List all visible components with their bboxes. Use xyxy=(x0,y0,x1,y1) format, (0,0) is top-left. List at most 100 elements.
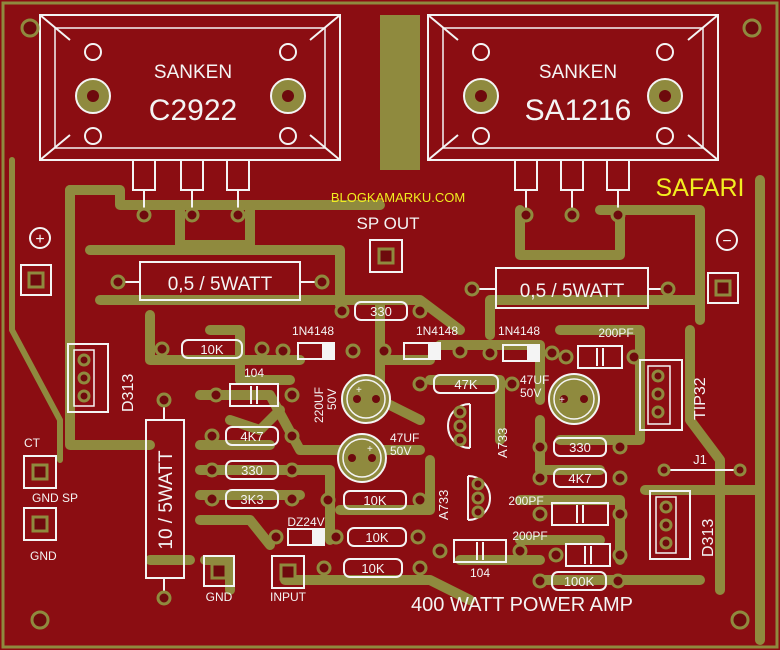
svg-text:50V: 50V xyxy=(325,389,339,410)
capacitor-200pf-b: 200PF xyxy=(508,494,628,526)
transistor-a733-lower: A733 xyxy=(436,475,491,521)
transistor-tip32: TIP32 xyxy=(639,359,709,431)
power-resistor-right: 0,5 / 5WATT xyxy=(464,267,676,309)
svg-text:47UF: 47UF xyxy=(390,431,419,445)
capacitor-104-a: 104 xyxy=(208,366,300,407)
zener-dz24v: DZ24V xyxy=(268,515,344,546)
svg-text:CT: CT xyxy=(24,436,41,450)
transistor-left-brand: SANKEN xyxy=(154,62,232,83)
svg-text:50V: 50V xyxy=(520,386,541,400)
svg-text:10K: 10K xyxy=(363,493,386,508)
capacitor-200pf-a: 200PF xyxy=(558,326,642,369)
center-divider-trace xyxy=(380,15,420,170)
svg-text:4K7: 4K7 xyxy=(240,429,263,444)
resistor-330-right: 330 xyxy=(532,437,628,457)
connector-ct: CT GND SP xyxy=(23,436,78,505)
connector-gnd-left: GND xyxy=(23,507,57,563)
electrolytic-47uf-a: + 47UF 50V xyxy=(337,431,419,483)
svg-text:200PF: 200PF xyxy=(512,529,547,543)
electrolytic-47uf-b: + 47UF 50V xyxy=(520,373,600,425)
minus-icon xyxy=(716,229,738,251)
diode-1n4148-3: 1N4148 xyxy=(482,324,560,362)
diode-1n4148-1: 1N4148 xyxy=(275,324,361,360)
svg-text:10K: 10K xyxy=(361,561,384,576)
minus-terminal: − xyxy=(707,229,739,304)
resistor-3k3: 3K3 xyxy=(204,489,300,509)
svg-text:A733: A733 xyxy=(436,490,451,520)
mount-hole-icon xyxy=(30,610,50,630)
svg-text:200PF: 200PF xyxy=(598,326,633,340)
mount-hole-icon xyxy=(730,610,750,630)
svg-text:200PF: 200PF xyxy=(508,494,543,508)
svg-text:47UF: 47UF xyxy=(520,373,549,387)
svg-text:47K: 47K xyxy=(454,377,477,392)
transistor-right-brand: SANKEN xyxy=(539,62,617,83)
resistor-4k7-left: 4K7 xyxy=(204,426,300,446)
svg-text:−: − xyxy=(722,233,731,250)
svg-text:3K3: 3K3 xyxy=(240,492,263,507)
electrolytic-220uf: + 220UF 50V xyxy=(312,374,391,424)
svg-text:J1: J1 xyxy=(693,452,707,467)
resistor-10k-d: 10K xyxy=(316,558,428,578)
svg-text:330: 330 xyxy=(569,440,591,455)
resistor-330-top: 330 xyxy=(334,301,428,321)
svg-text:1N4148: 1N4148 xyxy=(498,324,540,338)
svg-text:330: 330 xyxy=(241,463,263,478)
transistor-sa1216: SANKEN SA1216 xyxy=(427,14,719,223)
resistor-4k7-right: 4K7 xyxy=(532,468,628,488)
transistor-d313-right: D313 xyxy=(649,490,717,560)
connector-input: INPUT xyxy=(270,555,307,604)
svg-text:104: 104 xyxy=(470,566,490,580)
resistor-100k: 100K xyxy=(532,571,626,591)
resistor-47k: 47K xyxy=(412,374,520,394)
svg-text:TIP32: TIP32 xyxy=(692,377,709,420)
svg-text:0,5 / 5WATT: 0,5 / 5WATT xyxy=(520,281,625,302)
svg-text:4K7: 4K7 xyxy=(568,471,591,486)
sp-out-label: SP OUT xyxy=(357,214,420,233)
transistor-d313-left: D313 xyxy=(67,343,137,413)
svg-text:GND: GND xyxy=(30,549,57,563)
jumper-j1: J1 xyxy=(657,452,747,477)
svg-text:10K: 10K xyxy=(365,530,388,545)
connector-gnd-bottom: GND xyxy=(203,555,235,604)
svg-text:330: 330 xyxy=(370,304,392,319)
diode-1n4148-2: 1N4148 xyxy=(376,324,468,360)
mount-hole-icon xyxy=(20,18,40,38)
mount-hole-icon xyxy=(742,18,762,38)
transistor-a733-upper: A733 xyxy=(447,403,510,458)
power-resistor-vertical: 10 / 5WATT xyxy=(145,392,185,606)
svg-text:0,5 / 5WATT: 0,5 / 5WATT xyxy=(168,274,273,295)
svg-text:GND SP: GND SP xyxy=(32,491,78,505)
svg-text:10 / 5WATT: 10 / 5WATT xyxy=(156,450,177,550)
svg-text:104: 104 xyxy=(244,366,264,380)
capacitor-200pf-c: 200PF xyxy=(512,529,628,567)
resistor-330-left: 330 xyxy=(204,460,300,480)
sp-out-pad xyxy=(369,239,403,273)
svg-text:D313: D313 xyxy=(700,519,717,557)
resistor-10k-b: 10K xyxy=(320,490,428,510)
svg-text:+: + xyxy=(356,385,362,396)
svg-text:GND: GND xyxy=(206,590,233,604)
svg-text:INPUT: INPUT xyxy=(270,590,307,604)
transistor-right-part: SA1216 xyxy=(525,94,632,127)
resistor-10k-a: 10K xyxy=(154,339,270,359)
capacitor-104-b: 104 xyxy=(432,539,528,580)
power-resistor-left: 0,5 / 5WATT xyxy=(110,261,330,301)
board-title: 400 WATT POWER AMP xyxy=(411,594,633,616)
svg-text:A733: A733 xyxy=(495,428,510,458)
svg-text:100K: 100K xyxy=(564,574,595,589)
svg-text:+: + xyxy=(35,231,44,248)
svg-text:D313: D313 xyxy=(120,374,137,412)
svg-text:+: + xyxy=(559,395,565,406)
svg-text:1N4148: 1N4148 xyxy=(292,324,334,338)
svg-text:220UF: 220UF xyxy=(312,387,326,423)
transistor-left-part: C2922 xyxy=(149,94,237,127)
transistor-c2922: SANKEN C2922 xyxy=(39,14,341,223)
watermark-text: BLOGKAMARKU.COM xyxy=(331,190,465,205)
plus-terminal: + xyxy=(20,227,52,296)
svg-text:10K: 10K xyxy=(200,342,223,357)
svg-text:50V: 50V xyxy=(390,444,411,458)
